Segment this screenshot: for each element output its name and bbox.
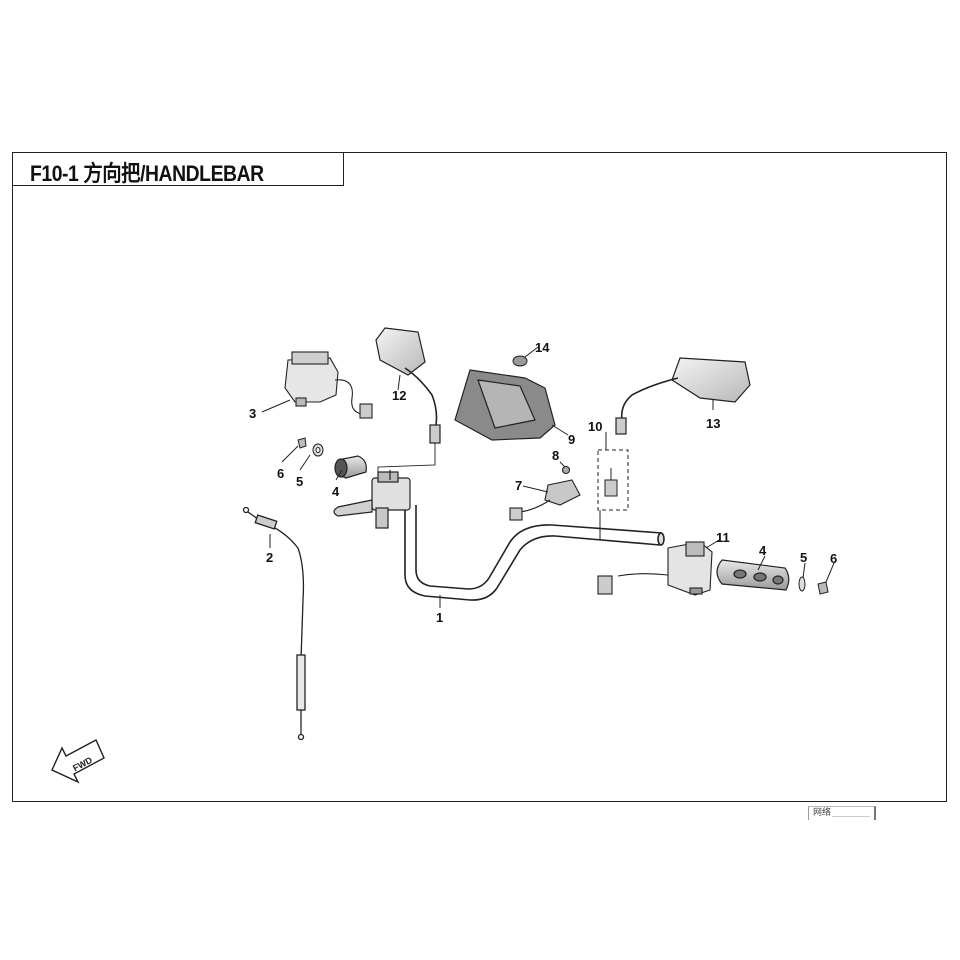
watermark-stamp: 网络 [808, 806, 876, 820]
leader-lines [261, 346, 835, 608]
left-switch [284, 351, 373, 419]
right-switch [597, 541, 713, 596]
callout-4-left: 4 [332, 484, 340, 499]
callout-1: 1 [436, 610, 443, 625]
stamp-underline [832, 816, 870, 817]
right-bar-end [798, 576, 829, 595]
callout-11: 11 [716, 530, 730, 545]
callout-6-right: 6 [830, 551, 837, 566]
title-box [12, 152, 344, 186]
callout-5-left: 5 [296, 474, 303, 489]
callout-labels: 1 2 3 4 4 5 5 6 6 7 8 9 10 11 12 13 14 [249, 340, 837, 625]
fwd-arrow: FWD [51, 739, 105, 784]
left-grip [334, 455, 367, 479]
handlebar-cover [454, 369, 556, 441]
throttle-cable [242, 506, 306, 741]
callout-3: 3 [249, 406, 256, 421]
callout-4-right: 4 [759, 543, 767, 558]
connector-group [597, 449, 629, 540]
callout-8: 8 [552, 448, 559, 463]
callout-9: 9 [568, 432, 575, 447]
right-mirror [615, 357, 751, 435]
callout-13: 13 [706, 416, 720, 431]
plug-part [512, 355, 528, 367]
left-bar-end [297, 437, 324, 457]
page-title: F10-1 方向把/HANDLEBAR [30, 161, 264, 186]
bracket-part [509, 465, 581, 521]
callout-12: 12 [392, 388, 406, 403]
callout-5-right: 5 [800, 550, 807, 565]
left-lever-assembly [333, 470, 411, 529]
right-grip [716, 559, 790, 591]
handlebar-tube [404, 505, 665, 601]
callout-6-left: 6 [277, 466, 284, 481]
callout-7: 7 [515, 478, 522, 493]
callout-10: 10 [588, 419, 602, 434]
callout-2: 2 [266, 550, 273, 565]
callout-14: 14 [535, 340, 550, 355]
diagram-frame [12, 152, 947, 802]
left-mirror [375, 327, 441, 480]
